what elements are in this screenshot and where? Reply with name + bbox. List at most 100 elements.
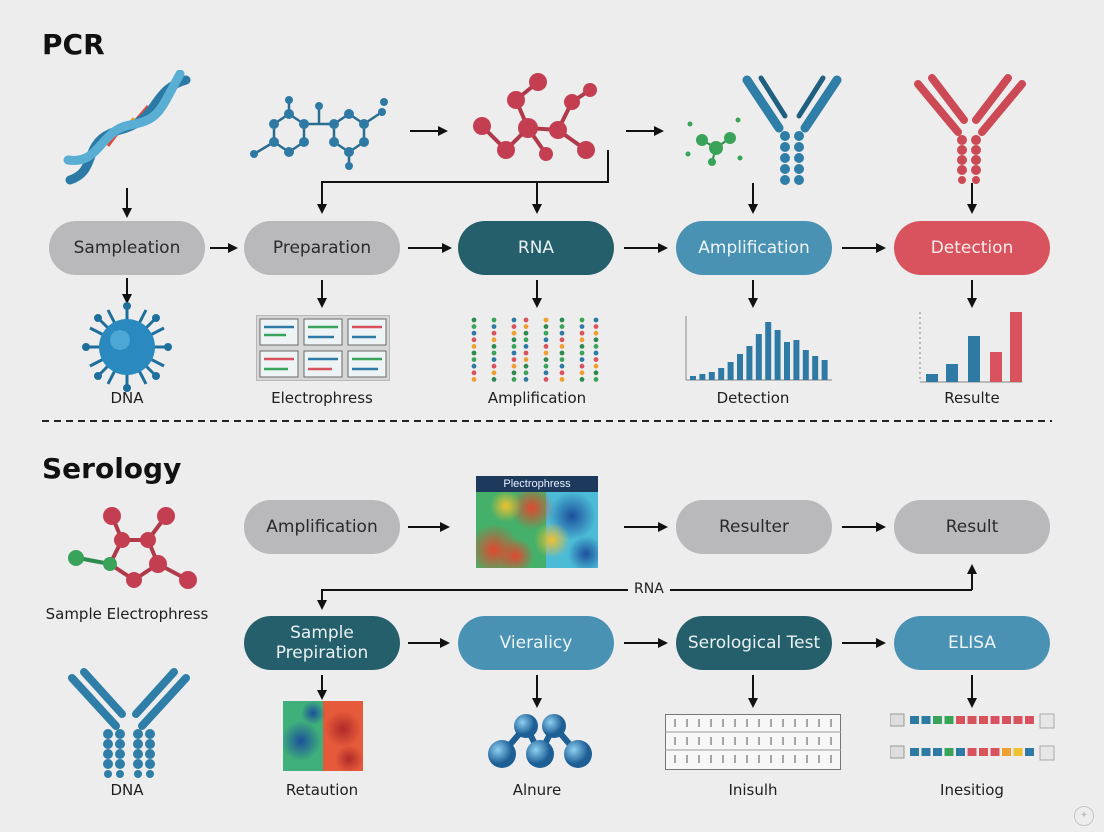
elisa-well [933,716,942,724]
dot-mark [523,344,529,349]
dna-helix-icon [63,70,191,185]
dot-mark [579,370,585,376]
pcr-step-detection[interactable]: Detection [894,221,1050,275]
dot-mark [559,357,565,362]
elisa-well [1025,716,1034,724]
dot-mark [491,344,497,349]
serology-caption-alnure: Alnure [512,781,562,799]
dot-mark [511,363,517,369]
test-table-icon [665,714,841,770]
elisa-well [956,716,965,724]
bar-mark [821,360,828,380]
elisa-well [990,716,1000,724]
dot-mark [559,324,565,329]
pcr-caption-dna: DNA [110,389,144,407]
dot-mark [593,344,599,349]
elisa-well [921,748,931,756]
serology-caption-retaution: Retaution [285,781,359,799]
rna-connector-label: RNA [628,581,670,597]
dot-mark [559,377,565,382]
dot-mark [511,377,517,382]
elisa-well [956,748,965,756]
elisa-well [1025,748,1034,756]
dot-mark [543,324,549,329]
bar-mark [690,376,696,380]
dot-mark [593,377,599,382]
dot-mark [593,330,599,336]
elisa-well [1002,748,1011,756]
dot-mark [471,344,477,349]
serology-antibody-icon [68,668,190,778]
molecule-network-icon [250,96,388,170]
elisa-well [979,716,988,724]
dot-mark [593,370,599,376]
dot-mark [511,330,517,336]
elisa-well [967,716,977,724]
dot-mark [471,337,477,343]
dot-mark [523,357,529,362]
dot-mark [593,324,599,329]
dot-mark [471,363,477,369]
heatmap-title: Plectrophress [476,476,598,492]
dot-mark [543,337,549,343]
pcr-step-preparation[interactable]: Preparation [244,221,400,275]
dot-mark [579,317,585,323]
serology-step-sample-prepiration[interactable]: Sample Prepiration [244,616,400,670]
dot-mark [543,344,549,349]
dot-mark [579,350,585,356]
dot-mark [579,357,585,362]
elisa-well [1013,748,1023,756]
dot-mark [579,330,585,336]
dot-mark [543,370,549,376]
dot-mark [543,357,549,362]
dot-mark [523,363,529,369]
serology-step-elisa[interactable]: ELISA [894,616,1050,670]
dot-mark [543,377,549,382]
dot-mark [559,344,565,349]
serology-step-amplification[interactable]: Amplification [244,500,400,554]
bar-mark [765,322,772,380]
serology-step-resulter[interactable]: Resulter [676,500,832,554]
dot-mark [593,357,599,362]
dot-mark [543,363,549,369]
elisa-well [1013,716,1023,724]
sphere-molecule-icon [488,714,592,768]
elisa-well [933,748,942,756]
dot-mark [523,377,529,382]
pcr-step-rna[interactable]: RNA [458,221,614,275]
bar-mark [755,334,762,380]
elisa-well [944,748,954,756]
dot-mark [511,370,517,376]
pcr-step-sampleation[interactable]: Sampleation [49,221,205,275]
pcr-title: PCR [42,28,105,61]
elisa-well [1002,716,1011,724]
dot-mark [593,337,599,343]
dot-mark [593,363,599,369]
pcr-step-amplification[interactable]: Amplification [676,221,832,275]
dot-mark [559,337,565,343]
serology-step-result[interactable]: Result [894,500,1050,554]
bar-mark [812,356,819,380]
dot-mark [491,337,497,343]
elisa-well [910,748,919,756]
elisa-well [944,716,954,724]
dot-mark [593,350,599,356]
serology-step-serological-test[interactable]: Serological Test [676,616,832,670]
pcr-caption-detection: Detection [716,389,790,407]
bar-mark [774,330,781,380]
dot-mark [559,330,565,336]
dot-mark [511,350,517,356]
dot-mark [523,370,529,376]
elisa-strip-icon [890,713,1055,761]
antibody-blue-icon [742,75,842,185]
dot-mark [471,357,477,362]
bar-mark [746,346,753,380]
pcr-caption-resulte: Resulte [944,389,1000,407]
dot-mark [491,363,497,369]
serology-molecule-icon [68,507,197,589]
dot-mark [491,350,497,356]
dot-mark [491,324,497,329]
dot-mark [471,370,477,376]
serology-step-vieralicy[interactable]: Vieralicy [458,616,614,670]
